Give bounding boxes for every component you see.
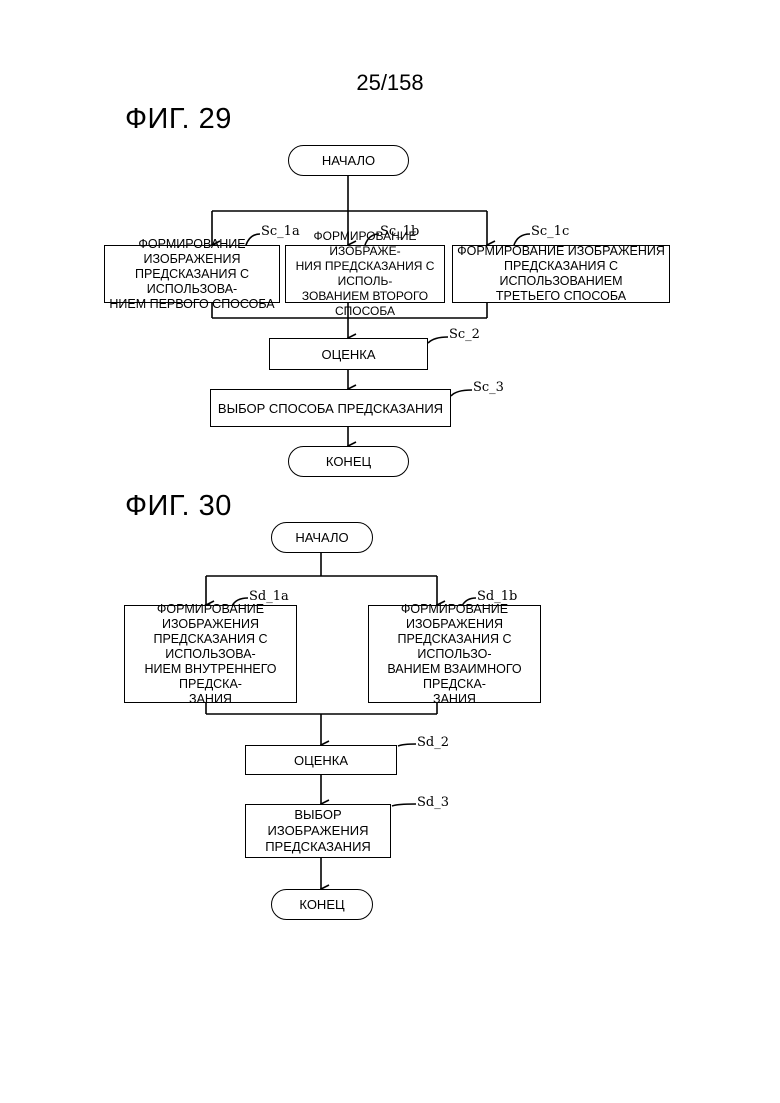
fig29-box-selection-text: ВЫБОР СПОСОБА ПРЕДСКАЗАНИЯ bbox=[218, 401, 443, 416]
fig29-box-first-method-text: ФОРМИРОВАНИЕ ИЗОБРАЖЕНИЯ ПРЕДСКАЗАНИЯ С … bbox=[107, 237, 277, 312]
fig29-box-second-method-text: ФОРМИРОВАНИЕ ИЗОБРАЖЕ- НИЯ ПРЕДСКАЗАНИЯ … bbox=[288, 229, 442, 319]
fig29-title: ФИГ. 29 bbox=[125, 103, 232, 136]
fig30-leader-sd3 bbox=[392, 804, 416, 806]
fig29-step-label-sc1a: Sc_1a bbox=[261, 224, 300, 239]
fig29-box-first-method: ФОРМИРОВАНИЕ ИЗОБРАЖЕНИЯ ПРЕДСКАЗАНИЯ С … bbox=[104, 245, 280, 303]
fig29-start-terminal: НАЧАЛО bbox=[288, 145, 409, 176]
fig29-box-selection: ВЫБОР СПОСОБА ПРЕДСКАЗАНИЯ bbox=[210, 389, 451, 427]
fig29-start-label: НАЧАЛО bbox=[322, 153, 375, 168]
page-number: 25/158 bbox=[0, 70, 780, 96]
fig29-leader-sc2 bbox=[428, 337, 448, 343]
fig30-start-label: НАЧАЛО bbox=[295, 530, 348, 545]
fig30-box-inter-prediction-text: ФОРМИРОВАНИЕ ИЗОБРАЖЕНИЯ ПРЕДСКАЗАНИЯ С … bbox=[371, 602, 538, 707]
fig29-step-label-sc1c: Sc_1c bbox=[531, 224, 569, 239]
fig30-box-selection-text: ВЫБОР ИЗОБРАЖЕНИЯ ПРЕДСКАЗАНИЯ bbox=[248, 807, 388, 855]
fig29-end-label: КОНЕЦ bbox=[326, 454, 371, 469]
fig30-end-terminal: КОНЕЦ bbox=[271, 889, 373, 920]
fig29-box-third-method: ФОРМИРОВАНИЕ ИЗОБРАЖЕНИЯ ПРЕДСКАЗАНИЯ С … bbox=[452, 245, 670, 303]
fig30-box-evaluation: ОЦЕНКА bbox=[245, 745, 397, 775]
fig29-box-evaluation: ОЦЕНКА bbox=[269, 338, 428, 370]
fig30-box-selection: ВЫБОР ИЗОБРАЖЕНИЯ ПРЕДСКАЗАНИЯ bbox=[245, 804, 391, 858]
fig30-box-intra-prediction-text: ФОРМИРОВАНИЕ ИЗОБРАЖЕНИЯ ПРЕДСКАЗАНИЯ С … bbox=[127, 602, 294, 707]
fig30-leader-sd2 bbox=[398, 744, 416, 746]
fig30-box-inter-prediction: ФОРМИРОВАНИЕ ИЗОБРАЖЕНИЯ ПРЕДСКАЗАНИЯ С … bbox=[368, 605, 541, 703]
fig30-end-label: КОНЕЦ bbox=[299, 897, 344, 912]
fig29-leader-sc3 bbox=[451, 390, 472, 396]
fig30-step-label-sd3: Sd_3 bbox=[417, 795, 449, 810]
fig30-box-intra-prediction: ФОРМИРОВАНИЕ ИЗОБРАЖЕНИЯ ПРЕДСКАЗАНИЯ С … bbox=[124, 605, 297, 703]
fig29-box-third-method-text: ФОРМИРОВАНИЕ ИЗОБРАЖЕНИЯ ПРЕДСКАЗАНИЯ С … bbox=[455, 244, 667, 304]
fig30-step-label-sd1b: Sd_1b bbox=[477, 589, 517, 604]
fig29-end-terminal: КОНЕЦ bbox=[288, 446, 409, 477]
fig29-box-evaluation-text: ОЦЕНКА bbox=[321, 347, 375, 362]
fig30-start-terminal: НАЧАЛО bbox=[271, 522, 373, 553]
fig30-title: ФИГ. 30 bbox=[125, 490, 232, 523]
fig30-box-evaluation-text: ОЦЕНКА bbox=[294, 753, 348, 768]
fig30-step-label-sd2: Sd_2 bbox=[417, 735, 449, 750]
fig29-step-label-sc3: Sc_3 bbox=[473, 380, 504, 395]
fig29-step-label-sc2: Sc_2 bbox=[449, 327, 480, 342]
fig30-step-label-sd1a: Sd_1a bbox=[249, 589, 289, 604]
fig29-box-second-method: ФОРМИРОВАНИЕ ИЗОБРАЖЕ- НИЯ ПРЕДСКАЗАНИЯ … bbox=[285, 245, 445, 303]
fig29-step-label-sc1b: Sc_1b bbox=[380, 224, 419, 239]
